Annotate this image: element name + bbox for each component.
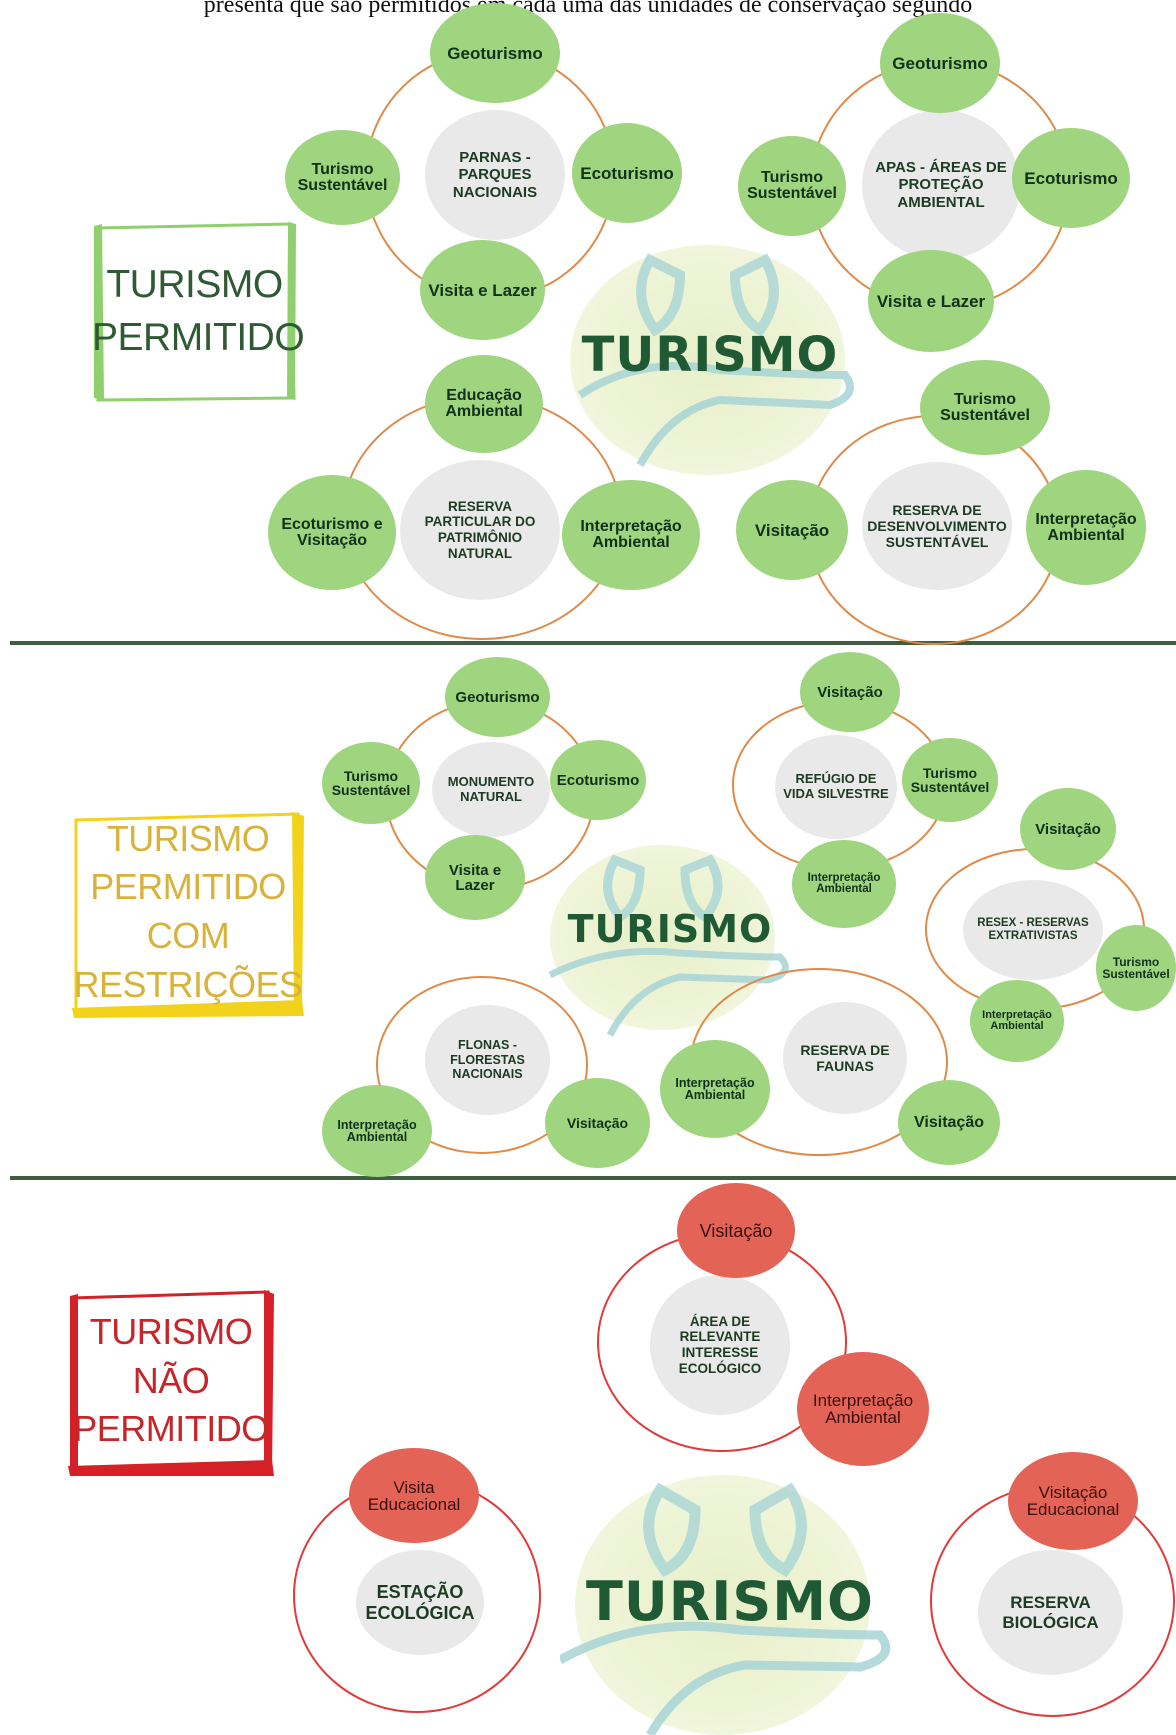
cluster-center: REFÚGIO DE VIDA SILVESTRE <box>775 735 897 839</box>
activity-node: Turismo Sustentável <box>322 742 420 824</box>
cluster-center: ÁREA DE RELEVANTE INTERESSE ECOLÓGICO <box>650 1275 790 1415</box>
activity-node: Visitação <box>1020 788 1116 870</box>
turismo-hub: TURISMO <box>540 835 800 1040</box>
cluster-center: RESERVA DE DESENVOLVIMENTO SUSTENTÁVEL <box>862 462 1012 590</box>
label-line: TURISMO <box>106 817 270 859</box>
section-label-restricted: TURISMO PERMITIDO COM RESTRIÇÕES <box>72 812 304 1018</box>
section-label-not-permitted: TURISMO NÃO PERMITIDO <box>68 1290 274 1476</box>
hub-title: TURISMO <box>586 1570 874 1633</box>
turismo-hub: TURISMO <box>560 235 860 475</box>
leaf-hand-icon <box>548 854 789 1037</box>
activity-node: Turismo Sustentável <box>738 136 846 236</box>
cluster-center: RESERVA DE FAUNAS <box>783 1002 907 1114</box>
activity-node: Interpretação Ambiental <box>970 980 1064 1062</box>
activity-node: Visitação <box>545 1078 650 1168</box>
label-line: NÃO <box>132 1359 210 1401</box>
activity-node: Visita e Lazer <box>420 240 545 340</box>
activity-node: Visitação <box>677 1183 795 1278</box>
activity-node: Interpretação Ambiental <box>792 840 896 928</box>
activity-node: Visitação <box>800 652 900 732</box>
cluster-center: RESEX - RESERVAS EXTRATIVISTAS <box>963 880 1103 980</box>
activity-node: Interpretação Ambiental <box>660 1040 770 1138</box>
activity-node: Turismo Sustentável <box>285 130 400 225</box>
activity-node: Visita e Lazer <box>425 835 525 920</box>
brush-frame-icon <box>68 1290 274 1476</box>
hub-title: TURISMO <box>567 907 773 951</box>
label-line: PERMITIDO <box>73 1408 269 1450</box>
label-line: TURISMO <box>106 263 283 307</box>
cluster-center: PARNAS - PARQUES NACIONAIS <box>425 110 565 240</box>
activity-node: Ecoturismo e Visitação <box>268 475 396 590</box>
activity-node: Geoturismo <box>880 13 1000 113</box>
cluster-center: RESERVA PARTICULAR DO PATRIMÔNIO NATURAL <box>400 460 560 600</box>
cluster-center: ESTAÇÃO ECOLÓGICA <box>356 1550 484 1655</box>
activity-node: Visitação <box>898 1080 1000 1165</box>
section-divider <box>10 1176 1176 1180</box>
activity-node: Turismo Sustentável <box>1096 925 1176 1011</box>
brush-frame-icon <box>72 812 304 1018</box>
activity-node: Ecoturismo <box>1012 128 1130 228</box>
leaf-hand-icon <box>577 253 854 467</box>
activity-node: Educação Ambiental <box>425 355 543 453</box>
label-line: PERMITIDO COM <box>90 866 286 956</box>
cluster-center: FLONAS - FLORESTAS NACIONAIS <box>425 1005 550 1115</box>
hub-title: TURISMO <box>581 327 839 383</box>
section-label-permitted: TURISMO PERMITIDO <box>92 222 305 402</box>
cluster-center: APAS - ÁREAS DE PROTEÇÃO AMBIENTAL <box>862 110 1020 260</box>
activity-node: Turismo Sustentável <box>902 738 998 822</box>
activity-node: Visita e Lazer <box>868 250 994 352</box>
leaf-hand-icon <box>560 1482 891 1735</box>
activity-node: Turismo Sustentável <box>920 360 1050 455</box>
activity-node: Visitação Educacional <box>1008 1452 1138 1550</box>
activity-node: Geoturismo <box>445 657 550 737</box>
activity-node: Interpretação Ambiental <box>1026 470 1146 585</box>
activity-node: Ecoturismo <box>572 123 682 223</box>
activity-node: Visita Educacional <box>349 1448 479 1543</box>
activity-node: Interpretação Ambiental <box>797 1352 929 1466</box>
activity-node: Geoturismo <box>430 3 560 103</box>
cluster-center: MONUMENTO NATURAL <box>432 742 550 837</box>
brush-frame-icon <box>94 222 296 402</box>
label-line: RESTRIÇÕES <box>73 963 303 1005</box>
activity-node: Interpretação Ambiental <box>322 1085 432 1177</box>
cluster-ring <box>376 976 588 1154</box>
cluster-center: RESERVA BIOLÓGICA <box>978 1550 1123 1675</box>
activity-node: Visitação <box>736 480 848 580</box>
activity-node: Ecoturismo <box>550 740 646 820</box>
section-divider <box>10 641 1176 645</box>
label-line: PERMITIDO <box>92 316 305 359</box>
figure-caption: presenta que são permitidos em cada uma … <box>203 0 973 18</box>
activity-node: Interpretação Ambiental <box>562 480 700 590</box>
label-line: TURISMO <box>89 1311 253 1353</box>
turismo-hub: TURISMO <box>560 1475 900 1735</box>
